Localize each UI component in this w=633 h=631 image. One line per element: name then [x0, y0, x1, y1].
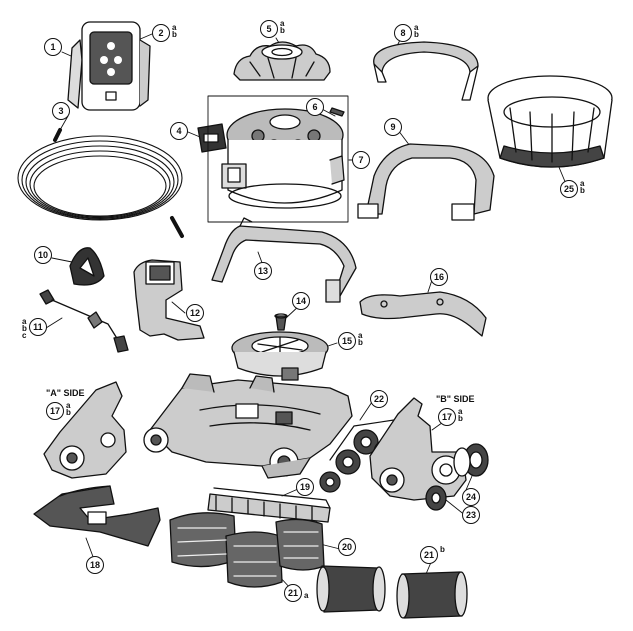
- callout-9: 9: [384, 118, 402, 136]
- part-14-plug: [274, 313, 288, 331]
- callout-16: 16: [430, 268, 448, 286]
- b-side-label: "B" SIDE: [436, 394, 475, 404]
- callout-4: 4: [170, 122, 188, 140]
- callout-10: 10: [34, 246, 52, 264]
- part-3-cable: [17, 128, 184, 238]
- part-1-remote: [67, 21, 151, 111]
- part-7-motor: [207, 95, 349, 223]
- part-17-b-side: [369, 397, 467, 501]
- part-4-bracket: [197, 123, 227, 153]
- part-11-sensor: [39, 289, 129, 353]
- callout-6: 6: [306, 98, 324, 116]
- callout-20: 20: [338, 538, 356, 556]
- a-side-label: "A" SIDE: [46, 388, 85, 398]
- callout-24: 24: [462, 488, 480, 506]
- callout-1: 1: [44, 38, 62, 56]
- part-10-clip: [69, 247, 105, 286]
- chassis-body: [143, 373, 353, 479]
- part-24-wheel: [453, 443, 489, 477]
- part-13-handle: [211, 217, 357, 303]
- callout-23: 23: [462, 506, 480, 524]
- part-8-handle: [373, 41, 479, 101]
- callout-18: 18: [86, 556, 104, 574]
- part-9-handle: [357, 143, 495, 221]
- part-21b-rollers: [316, 565, 468, 619]
- part-25-basket: [487, 75, 613, 168]
- callout-22: 22: [370, 390, 388, 408]
- part-17-a-side: [43, 381, 127, 479]
- callout-3: 3: [52, 102, 70, 120]
- part-12-frame: [133, 259, 205, 341]
- part-18-guard: [33, 485, 161, 547]
- callout-13: 13: [254, 262, 272, 280]
- part-19-rail: [207, 487, 331, 523]
- callout-12: 12: [186, 304, 204, 322]
- part-5-cover: [233, 41, 331, 81]
- part-16-bumper: [359, 291, 487, 337]
- callout-21b: 21 b: [420, 546, 445, 564]
- part-15-pump: [231, 331, 329, 381]
- callout-7: 7: [352, 151, 370, 169]
- part-23-wheel: [425, 485, 447, 511]
- callout-14: 14: [292, 292, 310, 310]
- callout-19: 19: [296, 478, 314, 496]
- callout-21a: 21 a: [284, 584, 308, 602]
- part-20-brushes: [169, 512, 325, 588]
